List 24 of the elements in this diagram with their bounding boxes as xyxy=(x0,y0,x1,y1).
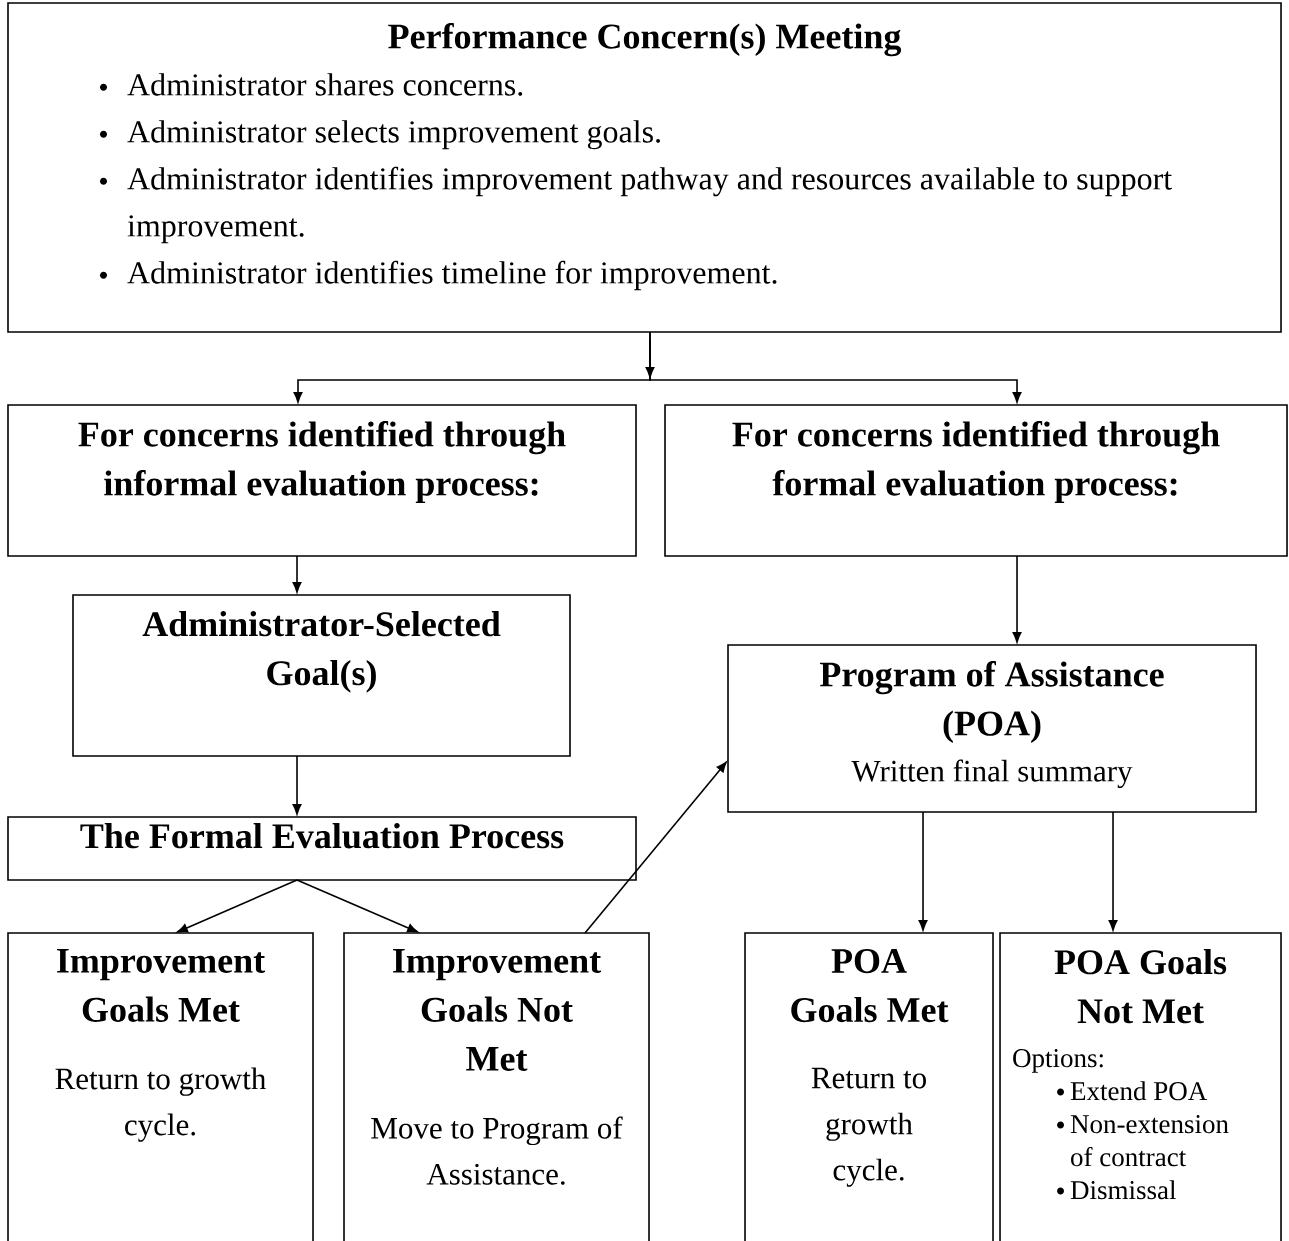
flow-box: The Formal Evaluation Process xyxy=(7,816,637,881)
flow-box: For concerns identified through formal evaluation process: xyxy=(664,404,1288,557)
node-label: Extend POA xyxy=(1070,1081,1208,1101)
node-label: Non-extension of contract xyxy=(1070,1115,1229,1167)
arrow xyxy=(292,555,302,593)
flow-box: Performance Concern(s) Meeting Administrator shares concerns. Administrator selects improvement goals. Administrator identifies improvement pathway and resources available to support improvement. Administrator identifies timeline for improvement. xyxy=(7,2,1282,333)
outcome-box: Improvement Goals Met Return to growth cycle. xyxy=(7,932,314,1241)
arrow xyxy=(584,761,727,934)
node-label: Options: xyxy=(1013,1049,1103,1073)
node-label: POA Goals Not Met xyxy=(1054,949,1227,1024)
arrow xyxy=(918,811,928,931)
outcome-box: POA Goals Not Met Options: Extend POA Non-extension of contract Dismissal xyxy=(999,932,1282,1241)
flow-box: Administrator-Selected Goal(s) xyxy=(72,594,571,757)
outcome-box: Improvement Goals Not Met Move to Program of Assistance. xyxy=(343,932,650,1241)
outcome-box: POA Goals Met Return to growth cycle. xyxy=(744,932,994,1241)
arrow xyxy=(296,879,418,933)
arrow xyxy=(1108,811,1118,931)
flow-box: Program of Assistance (POA) Written final summary xyxy=(727,644,1257,813)
arrow xyxy=(292,755,302,815)
arrow xyxy=(1012,555,1022,643)
arrow xyxy=(177,879,298,933)
arrow xyxy=(649,331,1022,403)
flow-box: For concerns identified through informal evaluation process: xyxy=(7,404,637,557)
node-label: Dismissal xyxy=(1070,1180,1176,1200)
